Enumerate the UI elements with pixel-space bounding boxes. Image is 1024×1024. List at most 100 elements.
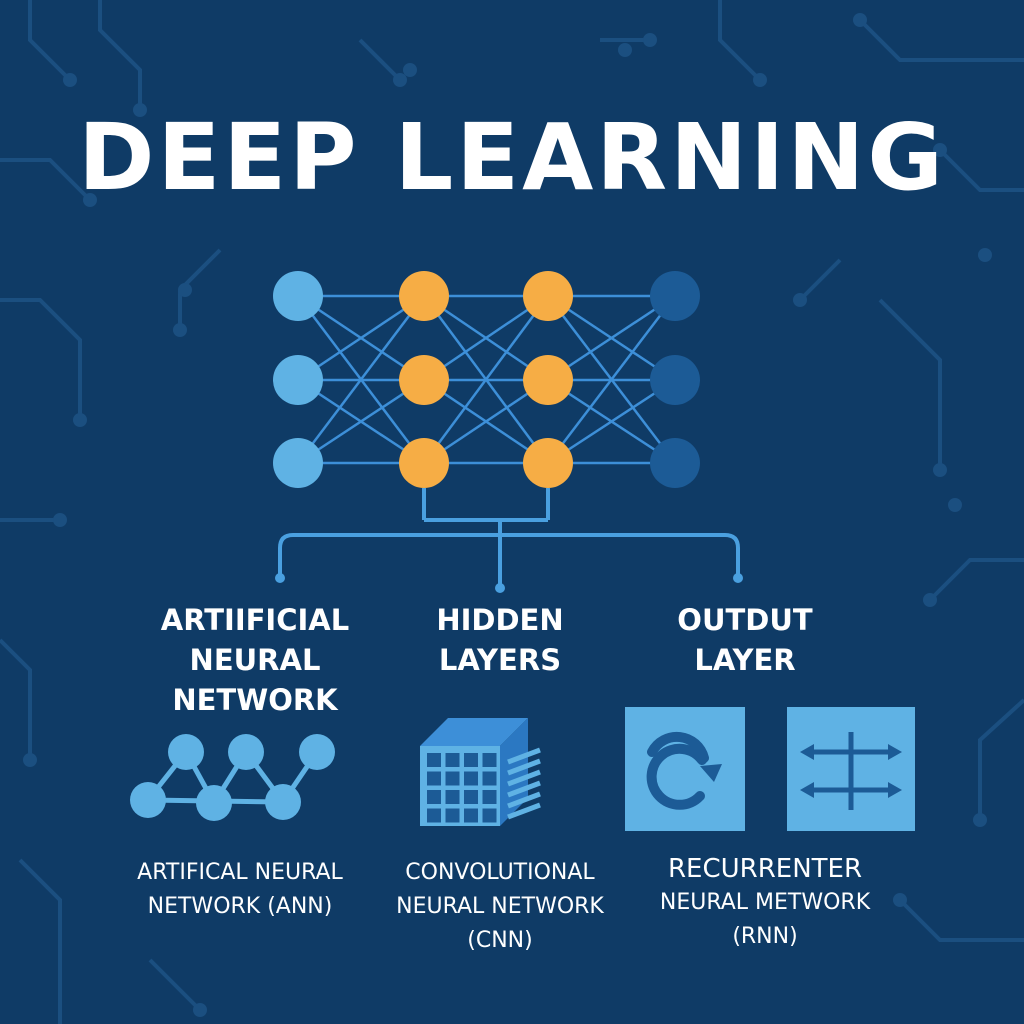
caption-line: RECURRENTER [667,854,863,884]
hidden-node [523,355,573,405]
output-node [650,355,700,405]
network-edge [297,378,425,465]
group-label-hidden: HIDDEN LAYERS [390,600,610,680]
circuit-trace [0,298,82,420]
caption-line: NETWORK (ANN) [147,894,333,919]
circuit-node [193,1003,207,1017]
circuit-trace [148,958,202,1012]
circuit-trace [898,898,1024,942]
circuit-node [933,463,947,477]
circuit-trace [0,158,92,202]
circuit-trace [858,18,1024,62]
cnn-grid-cell [464,771,478,786]
hidden-node [523,438,573,488]
cnn-grid-cell [464,790,478,804]
cnn-grid-cell [482,771,497,786]
caption-line: ARTIFICAL NEURAL [137,860,343,885]
circuit-node [923,593,937,607]
caption-line: NEURAL METWORK [659,890,871,915]
bracket-end [495,583,505,593]
caption-line: CONVOLUTIONAL [405,860,595,885]
ann-icon-node [168,734,204,770]
circuit-trace [718,0,762,82]
rnn-arrow-head [800,744,814,760]
cnn-grid-icon [420,718,541,826]
rnn-arrow-head [800,782,814,798]
bracket-end [733,573,743,583]
circuit-node [403,63,417,77]
circuit-node [643,33,657,47]
hidden-node [399,355,449,405]
group-label-line: OUTDUT [677,603,813,637]
circuit-node [23,753,37,767]
caption-ann: ARTIFICAL NEURAL NETWORK (ANN) [100,856,380,924]
group-label-output: OUTDUT LAYER [630,600,860,680]
cnn-stripe [507,747,541,765]
network-edge [547,294,676,382]
hidden-node [399,271,449,321]
circuit-trace [878,298,942,470]
cnn-grid-cell [464,808,478,823]
network-edge [422,295,550,464]
circuit-node [618,43,632,57]
hidden-node [523,271,573,321]
rnn-arrow-head [888,744,902,760]
circuit-trace [928,558,1024,602]
group-label-line: ARTIIFICIAL [160,603,350,637]
caption-line: (CNN) [467,928,533,953]
cnn-stripe [507,802,541,820]
group-label-line: NEURAL [189,643,321,677]
rnn-arrow-head [888,782,902,798]
circuit-trace [358,38,402,82]
input-node [273,355,323,405]
circuit-trace [18,858,62,1024]
bracket-line [278,533,740,575]
circuit-node [793,293,807,307]
cnn-grid-cell [427,753,441,767]
circuit-trace [938,148,1024,192]
cnn-stripe [507,758,541,776]
output-node [650,438,700,488]
cnn-grid-cell [482,753,497,767]
circuit-node [978,248,992,262]
caption-line: NEURAL NETWORK [396,894,604,919]
circuit-trace [798,258,842,302]
cnn-stripe [507,769,541,787]
circuit-node [83,193,97,207]
group-label-line: NETWORK [172,683,338,717]
caption-cnn: CONVOLUTIONAL NEURAL NETWORK (CNN) [370,856,630,958]
ann-icon-node [265,784,301,820]
circuit-node [73,413,87,427]
ann-icon-node [196,785,232,821]
circuit-node [393,73,407,87]
ann-graph-icon [130,734,335,821]
cnn-stripe [507,791,541,809]
circuit-trace [0,638,32,760]
circuit-node [973,813,987,827]
circuit-node [133,103,147,117]
group-label-line: HIDDEN [436,603,564,637]
network-edges [297,294,676,465]
cnn-grid-cell [482,808,497,823]
group-label-line: LAYER [694,643,796,677]
circuit-node [53,513,67,527]
cnn-grid-cell [445,771,460,786]
rnn-loop-icon [625,707,745,831]
group-label-ann: ARTIIFICIAL NEURAL NETWORK [120,600,390,720]
input-node [273,438,323,488]
caption-rnn: RECURRENTER NEURAL METWORK (RNN) [640,852,890,954]
circuit-node [753,73,767,87]
cnn-grid-cell [445,790,460,804]
ann-icon-node [299,734,335,770]
network-edge [297,294,425,382]
cnn-grid-cell [445,753,460,767]
circuit-trace [98,0,142,110]
rnn-arrows-icon [787,707,915,831]
cnn-grid-cell [427,808,441,823]
bracket-end [275,573,285,583]
circuit-node [948,498,962,512]
circuit-trace [28,0,72,82]
cnn-grid-cell [427,790,441,804]
